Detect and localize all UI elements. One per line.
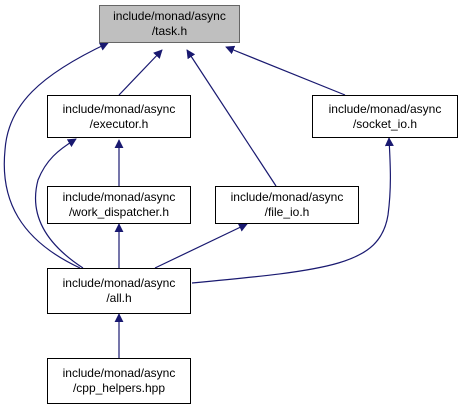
node-cpp-helpers-hpp[interactable]: include/monad/async /cpp_helpers.hpp [47,358,191,404]
edge-all-to-socket-io [191,137,394,284]
edge-all-to-file-io [154,223,248,269]
node-task-h-line1: include/monad/async [113,9,226,23]
node-work-dispatcher-h-line2: /work_dispatcher.h [68,205,170,219]
node-socket-io-h[interactable]: include/monad/async /socket_io.h [312,95,458,138]
node-task-h-line2: /task.h [151,24,188,38]
node-all-h-line2: /all.h [106,291,132,305]
edge-file-io-to-task [186,49,277,187]
node-socket-io-h-line2: /socket_io.h [352,116,418,131]
edge-socket-io-to-task [225,45,346,96]
node-task-h: include/monad/async /task.h [99,5,240,43]
edge-executor-to-task [118,49,163,96]
node-all-h-line1: include/monad/async [62,276,176,290]
node-work-dispatcher-h[interactable]: include/monad/async /work_dispatcher.h [47,186,191,224]
node-executor-h-line2: /executor.h [89,116,149,131]
node-cpp-helpers-hpp-line1: include/monad/async [62,366,176,380]
node-file-io-h-line2: /file_io.h [264,205,310,219]
edge-all-to-executor [34,138,84,269]
edge-all-to-task [3,42,109,269]
node-cpp-helpers-hpp-line2: /cpp_helpers.hpp [72,381,166,395]
node-executor-h-line1: include/monad/async [62,101,176,116]
node-file-io-h[interactable]: include/monad/async /file_io.h [215,186,359,224]
node-file-io-h-line1: include/monad/async [230,190,344,204]
node-socket-io-h-line1: include/monad/async [328,101,442,116]
node-work-dispatcher-h-line1: include/monad/async [62,190,176,204]
node-executor-h[interactable]: include/monad/async /executor.h [47,95,191,138]
node-all-h[interactable]: include/monad/async /all.h [47,268,191,314]
